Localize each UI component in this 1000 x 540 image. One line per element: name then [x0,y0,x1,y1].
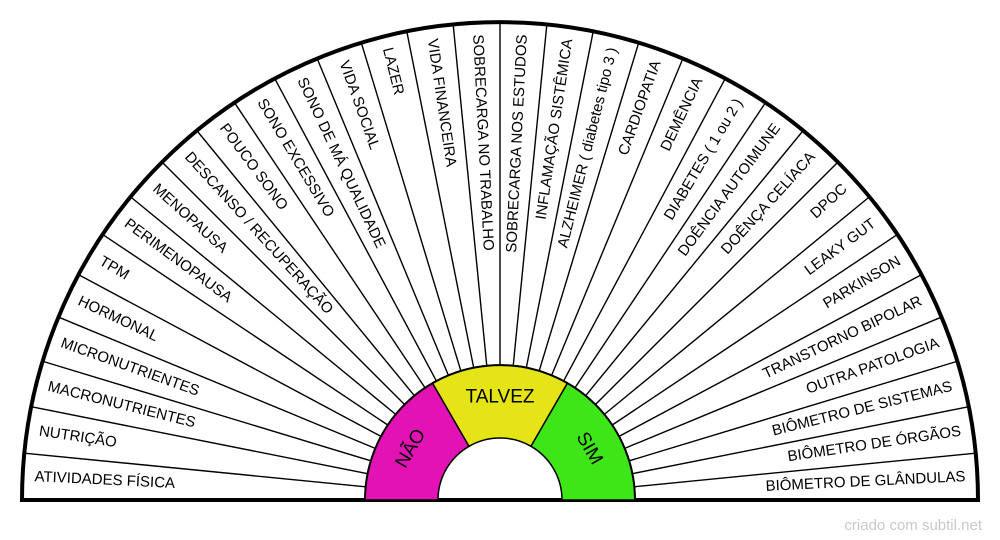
credit-text: criado com subtil.net [844,517,982,534]
spoke-line [406,31,475,368]
spoke-line [161,161,406,406]
spoke-line [624,316,942,449]
spoke-line [512,24,548,366]
spoke-line [538,42,640,372]
center-outline [364,364,636,501]
spokes [24,22,976,488]
spoke-line [574,102,767,389]
spoke-line [42,360,372,462]
spoke-line [563,78,726,382]
spoke-line [628,360,958,462]
spoke-line [632,406,969,475]
spoke-line [78,274,382,437]
spoke-line [360,42,462,372]
spoke-line [551,58,684,376]
spoke-line [233,102,426,389]
spoke-line [594,161,839,406]
item-label: ATIVIDADES FÍSICA [34,468,175,492]
spoke-line [585,130,804,397]
spoke-line [130,196,397,415]
spoke-line [274,78,437,382]
spoke-line [31,406,368,475]
spoke-line [316,58,449,376]
spoke-line [611,233,898,426]
spoke-line [102,233,389,426]
spoke-line [24,452,366,488]
spoke-line [525,31,594,368]
spoke-line [603,196,870,415]
spoke-line [634,452,976,488]
spoke-line [452,24,488,366]
center-option-label: TALVEZ [466,387,535,408]
spoke-line [618,274,922,437]
spoke-line [58,316,376,449]
spoke-line [196,130,415,397]
